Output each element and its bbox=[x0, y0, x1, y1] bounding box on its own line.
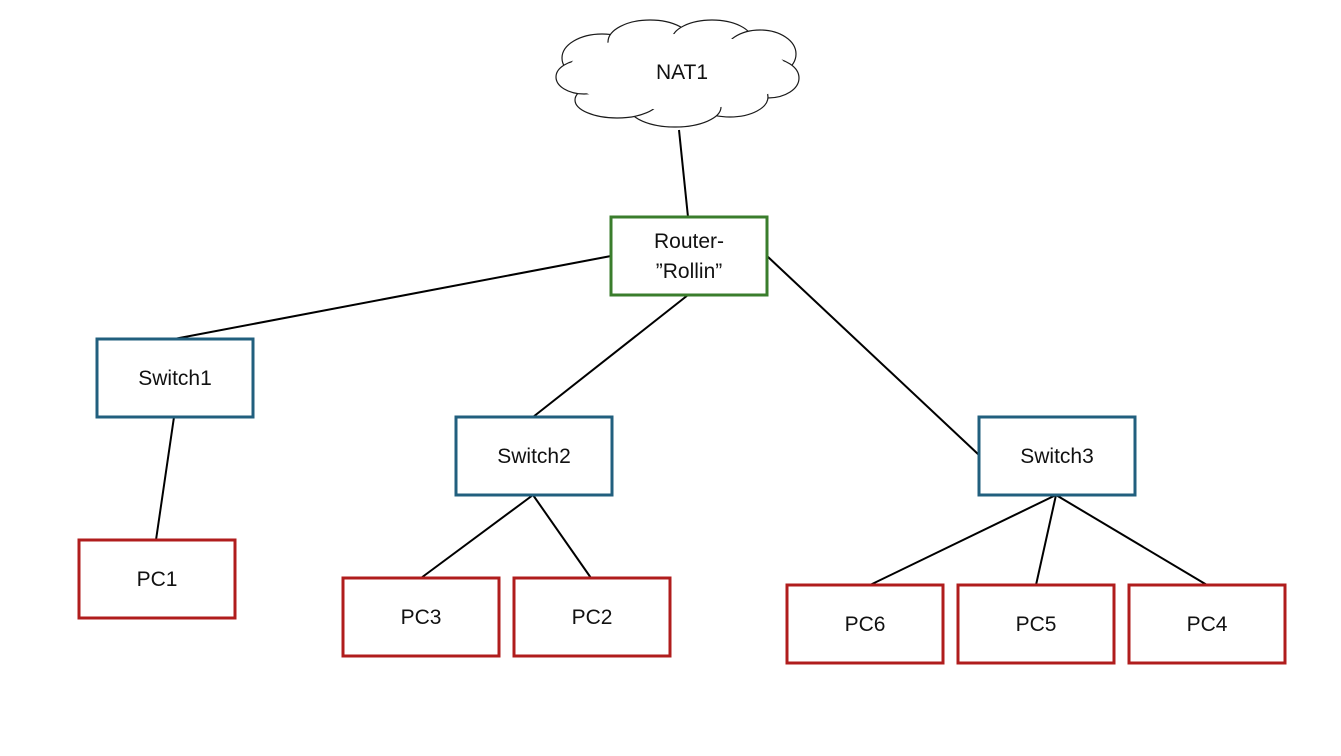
link-switch2-pc2 bbox=[532, 494, 592, 579]
pc1-label: PC1 bbox=[137, 568, 178, 591]
switch2-label: Switch2 bbox=[497, 445, 571, 468]
switch1-node[interactable]: Switch1 bbox=[95, 337, 255, 419]
link-switch2-pc3 bbox=[420, 494, 534, 579]
links bbox=[155, 129, 1208, 586]
pc4-label: PC4 bbox=[1187, 613, 1228, 636]
pc4-box bbox=[1127, 583, 1287, 665]
pc6-node[interactable]: PC6 bbox=[785, 583, 945, 665]
cloud-shape bbox=[555, 19, 800, 128]
switch1-box bbox=[95, 337, 255, 419]
cloud-nat1[interactable]: NAT1 bbox=[555, 19, 800, 128]
pc2-box bbox=[512, 576, 672, 658]
pc5-node[interactable]: PC5 bbox=[956, 583, 1116, 665]
switch2-box bbox=[454, 415, 614, 497]
link-switch3-pc5 bbox=[1035, 494, 1057, 586]
router-box bbox=[609, 215, 769, 297]
link-switch1-pc1 bbox=[155, 416, 175, 541]
link-switch3-pc4 bbox=[1055, 494, 1208, 586]
pc1-box bbox=[77, 538, 237, 620]
switch3-node[interactable]: Switch3 bbox=[977, 415, 1137, 497]
pc6-box bbox=[785, 583, 945, 665]
pc2-node[interactable]: PC2 bbox=[512, 576, 672, 658]
link-switch3-pc6 bbox=[869, 494, 1057, 586]
switch3-label: Switch3 bbox=[1020, 445, 1094, 468]
switch2-node[interactable]: Switch2 bbox=[454, 415, 614, 497]
pc3-node[interactable]: PC3 bbox=[341, 576, 501, 658]
switch1-label: Switch1 bbox=[138, 367, 212, 390]
pc6-label: PC6 bbox=[845, 613, 886, 636]
router-label-line2: ”Rollin” bbox=[656, 260, 723, 283]
link-cloud-router bbox=[678, 129, 689, 218]
link-router-switch3 bbox=[766, 255, 980, 456]
pc1-node[interactable]: PC1 bbox=[77, 538, 237, 620]
pc5-box bbox=[956, 583, 1116, 665]
cloud-label: NAT1 bbox=[656, 61, 708, 84]
router-node[interactable]: Router- ”Rollin” bbox=[609, 215, 769, 297]
pc4-node[interactable]: PC4 bbox=[1127, 583, 1287, 665]
pc3-box bbox=[341, 576, 501, 658]
link-router-switch1 bbox=[173, 255, 612, 340]
link-router-switch2 bbox=[532, 294, 689, 418]
switch3-box bbox=[977, 415, 1137, 497]
pc2-label: PC2 bbox=[572, 606, 613, 629]
pc5-label: PC5 bbox=[1016, 613, 1057, 636]
pc3-label: PC3 bbox=[401, 606, 442, 629]
router-label-line1: Router- bbox=[654, 230, 724, 253]
